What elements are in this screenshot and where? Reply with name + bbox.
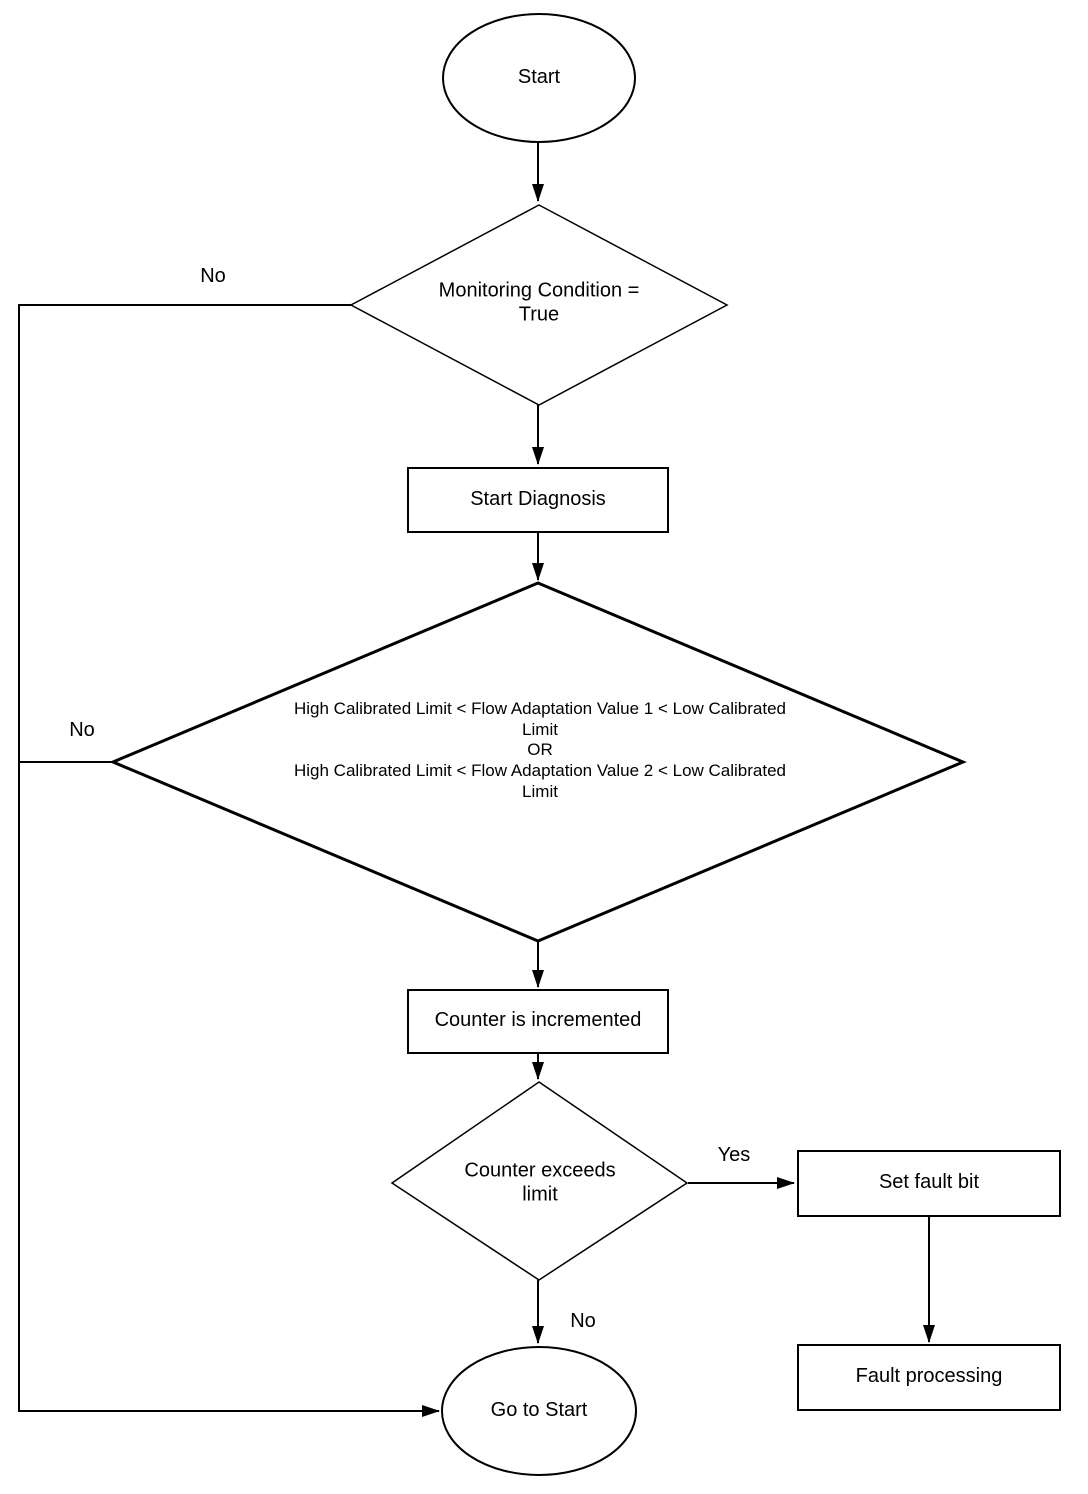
monitoring-condition-diamond (349, 204, 729, 406)
counter-incremented-box (407, 989, 669, 1054)
go-to-start-node-shape (441, 1346, 637, 1476)
fault-processing-box (797, 1344, 1061, 1411)
calibration-check-diamond (109, 581, 967, 943)
start-diagnosis-box (407, 467, 669, 533)
start-node-shape (442, 13, 636, 143)
edge-no-loop-to-gotostart (18, 304, 440, 1417)
counter-exceeds-diamond (390, 1081, 689, 1281)
set-fault-bit-box (797, 1150, 1061, 1217)
